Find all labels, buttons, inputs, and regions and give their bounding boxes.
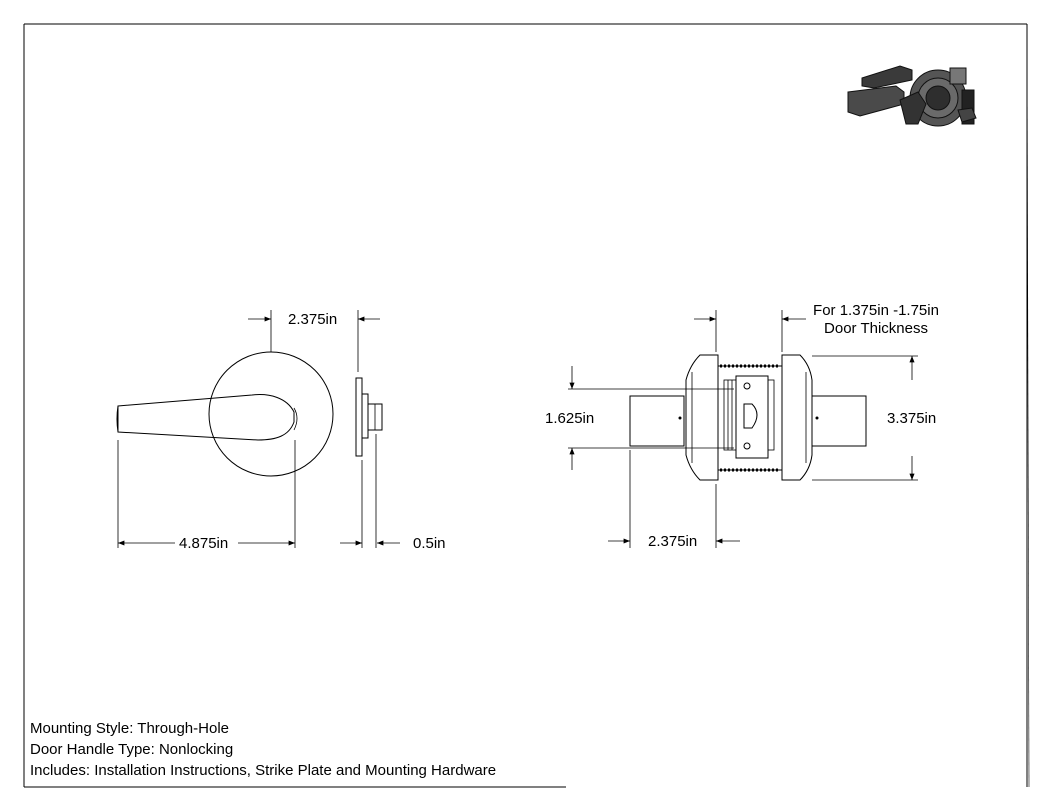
side-view: 2.375in 4.875in 0.5in bbox=[116, 310, 446, 552]
front-left-rose bbox=[685, 354, 719, 481]
spec-mounting-style: Mounting Style: Through-Hole bbox=[30, 720, 229, 737]
dim-door-thickness-line1: For 1.375in -1.75in bbox=[813, 302, 939, 319]
mounting-screws bbox=[720, 364, 780, 472]
spec-includes: Includes: Installation Instructions, Str… bbox=[30, 762, 497, 779]
spec-handle-type: Door Handle Type: Nonlocking bbox=[30, 741, 234, 758]
front-view: For 1.375in -1.75in Door Thickness 1.625… bbox=[545, 302, 939, 550]
dim-front-rose: 3.375in bbox=[887, 410, 936, 427]
dim-front-backset: 2.375in bbox=[648, 533, 697, 550]
front-right-rose bbox=[781, 354, 813, 481]
front-right-lever bbox=[811, 395, 867, 447]
side-lever bbox=[117, 394, 295, 441]
dim-door-thickness-line2: Door Thickness bbox=[824, 320, 928, 337]
lever-lockset-icon bbox=[847, 65, 977, 127]
side-flange bbox=[355, 377, 363, 457]
drawing-frame bbox=[23, 23, 1030, 788]
front-latch-body bbox=[735, 375, 769, 459]
dim-side-latch: 0.5in bbox=[413, 535, 446, 552]
side-rose bbox=[208, 351, 334, 477]
front-left-lever bbox=[629, 395, 685, 447]
dim-front-latch: 1.625in bbox=[545, 410, 594, 427]
latch-bolt bbox=[743, 403, 758, 429]
dim-side-top: 2.375in bbox=[288, 311, 337, 328]
dim-side-lever: 4.875in bbox=[179, 535, 228, 552]
